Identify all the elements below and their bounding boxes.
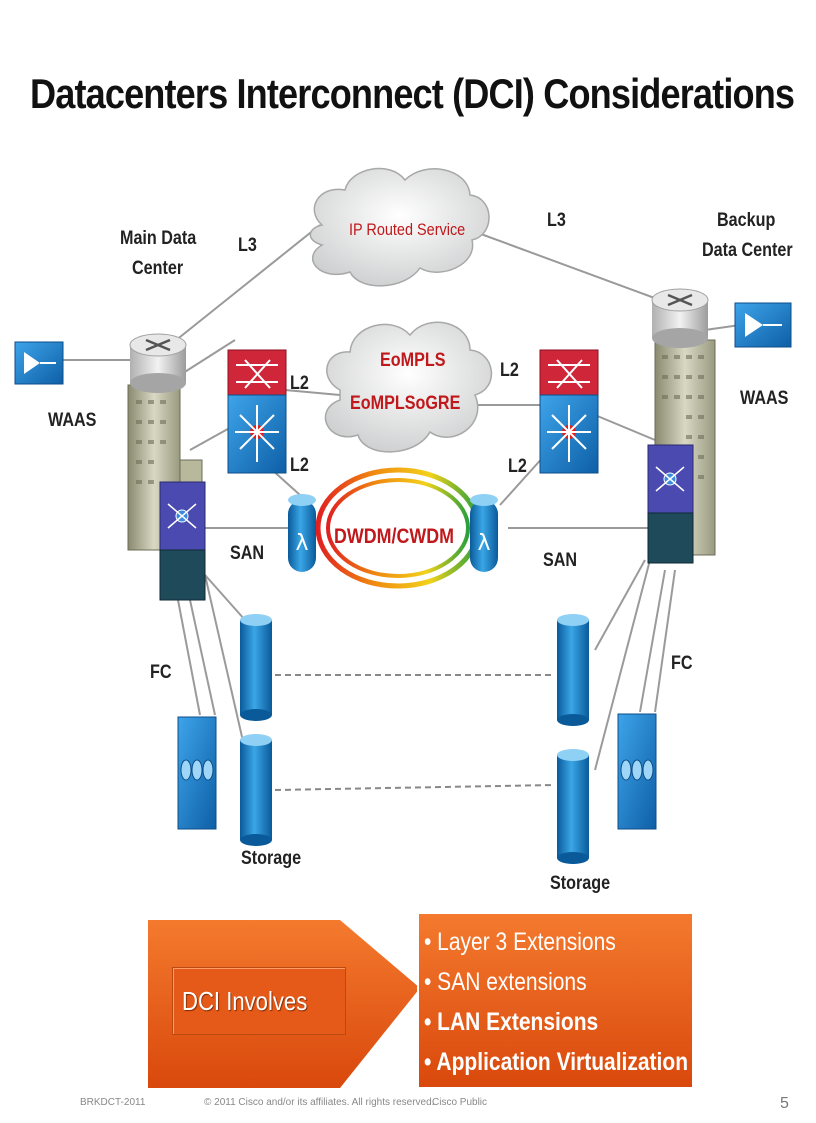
fc-right-label: FC xyxy=(671,653,693,674)
replication-links xyxy=(274,674,556,791)
left-optical-mux-icon: λ xyxy=(288,494,316,572)
l2-lower-right-label: L2 xyxy=(508,456,527,477)
backup-dc-label-line2: Data Center xyxy=(702,240,793,261)
eomplsogre-label: EoMPLSoGRE xyxy=(350,393,461,414)
main-dc-label-line1: Main Data xyxy=(120,228,197,249)
dci-label-box xyxy=(172,967,346,1035)
san-right-label: SAN xyxy=(543,550,578,571)
san-left-label: SAN xyxy=(230,543,265,564)
storage-disk-icon xyxy=(557,614,589,726)
storage-right-label: Storage xyxy=(550,873,611,894)
waas-left-icon xyxy=(14,341,64,385)
waas-right-icon xyxy=(734,302,792,348)
dwdm-label: DWDM/CWDM xyxy=(334,525,454,548)
footer-code: BRKDCT-2011 xyxy=(80,1097,146,1108)
storage-left-label: Storage xyxy=(241,848,302,869)
l2-lower-left-label: L2 xyxy=(290,455,309,476)
l3-left-label: L3 xyxy=(238,235,257,256)
left-san-switch-icon xyxy=(159,481,206,601)
main-router-icon xyxy=(129,333,187,393)
storage-array-left-icon xyxy=(177,716,217,830)
slide-title: Datacenters Interconnect (DCI) Considera… xyxy=(30,70,795,117)
waas-right-label: WAAS xyxy=(740,388,789,409)
main-dc-label-line2: Center xyxy=(132,258,184,279)
links xyxy=(60,224,741,771)
waas-left-label: WAAS xyxy=(48,410,97,431)
storage-array-right-icon xyxy=(617,713,657,830)
ip-routed-cloud xyxy=(309,167,490,287)
svg-text:λ: λ xyxy=(295,531,308,556)
footer-copyright: © 2011 Cisco and/or its affiliates. All … xyxy=(204,1097,435,1108)
dci-bullet: • Layer 3 Extensions xyxy=(424,928,616,956)
left-l2-switch-icon xyxy=(227,349,287,474)
backup-router-icon xyxy=(651,288,709,348)
page-number: 5 xyxy=(780,1095,789,1112)
right-l2-switch-icon xyxy=(539,349,599,474)
l3-right-label: L3 xyxy=(547,210,566,231)
dci-bullet-list: • Layer 3 Extensions • SAN extensions • … xyxy=(424,926,688,1086)
mpls-cloud xyxy=(324,321,492,453)
backup-dc-label-line1: Backup xyxy=(717,210,776,231)
l2-upper-left-label: L2 xyxy=(290,373,309,394)
fc-left-label: FC xyxy=(150,662,172,683)
dci-bullet: • LAN Extensions xyxy=(424,1008,599,1036)
storage-disk-icon xyxy=(557,749,589,864)
dci-label: DCI Involves xyxy=(182,986,308,1016)
dci-bullet: • Application Virtualization xyxy=(424,1048,689,1076)
dci-bullet: • SAN extensions xyxy=(424,968,587,996)
ip-routed-label: IP Routed Service xyxy=(349,220,466,239)
storage-disk-icon xyxy=(240,734,272,846)
l2-upper-right-label: L2 xyxy=(500,360,519,381)
eompls-label: EoMPLS xyxy=(380,350,446,371)
svg-text:λ: λ xyxy=(477,531,490,556)
footer-classification: Cisco Public xyxy=(432,1097,488,1108)
right-optical-mux-icon: λ xyxy=(470,494,498,572)
storage-disk-icon xyxy=(240,614,272,721)
right-san-switch-icon xyxy=(647,444,694,564)
